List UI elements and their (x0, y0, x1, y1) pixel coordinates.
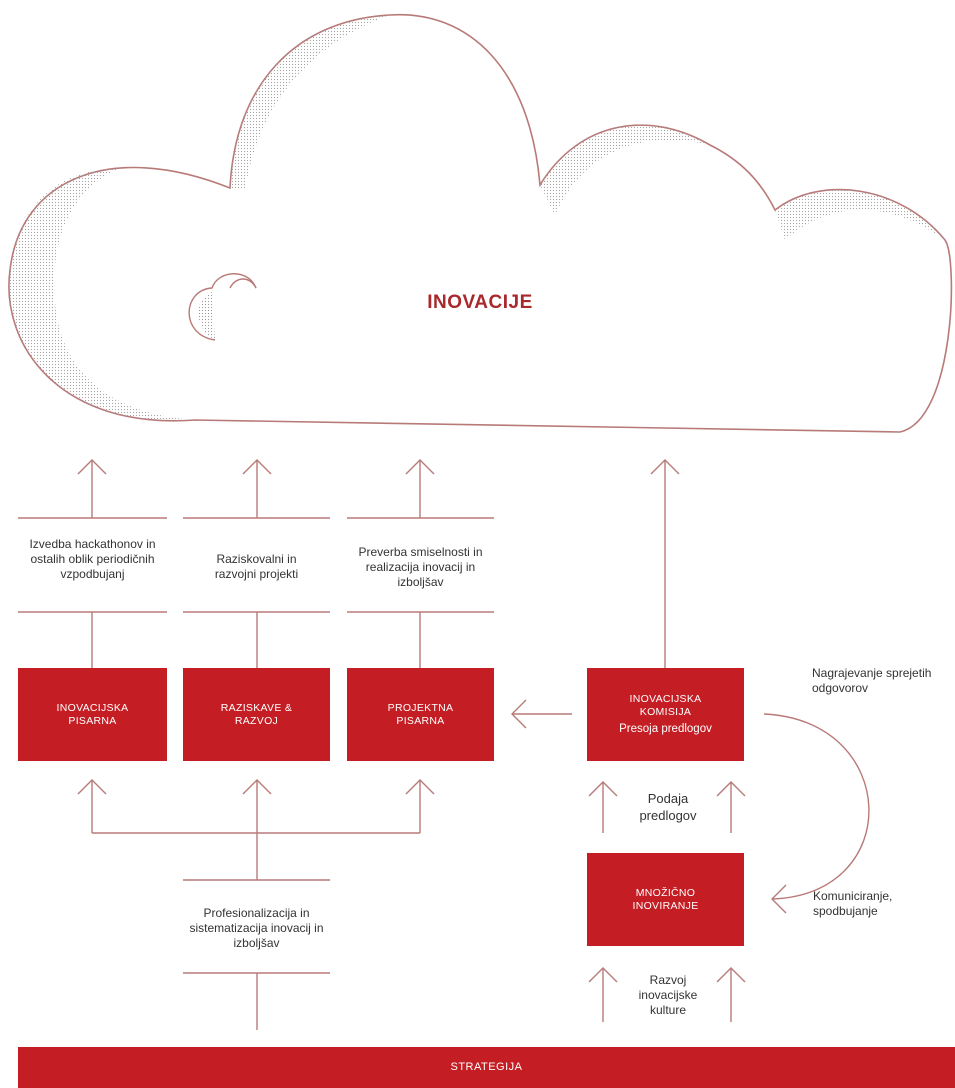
box-inovacijska-komisija: INOVACIJSKA KOMISIJA Presoja predlogov (587, 668, 744, 761)
box-mnozicno-inoviranje: MNOŽIČNO INOVIRANJE (587, 853, 744, 946)
box-label: INOVACIJSKA PISARNA (56, 701, 129, 727)
box-label: PROJEKTNA PISARNA (387, 701, 454, 727)
box-sublabel: Presoja predlogov (619, 722, 712, 735)
arrows-into-cloud (77, 459, 680, 668)
label-profesionalizacija: Profesionalizacija in sistematizacija in… (189, 906, 324, 950)
label-hackathon: Izvedba hackathonov in ostalih oblik per… (29, 537, 156, 581)
box-label: MNOŽIČNO INOVIRANJE (632, 886, 699, 912)
box-label: RAZISKAVE & RAZVOJ (220, 701, 293, 727)
label-razvoj-kulture: Razvoj inovacijske kulture (638, 973, 698, 1017)
strategy-bar: STRATEGIJA (18, 1047, 955, 1088)
cloud-shape (8, 13, 953, 433)
cloud-title: INOVACIJE (427, 292, 533, 313)
distribution-arrows (77, 779, 435, 1030)
label-dividers (18, 517, 494, 668)
box-inovacijska-pisarna: INOVACIJSKA PISARNA (18, 668, 167, 761)
box-raziskave-razvoj: RAZISKAVE & RAZVOJ (183, 668, 330, 761)
label-raziskovalni: Raziskovalni in razvojni projekti (214, 552, 299, 581)
right-arrows (588, 713, 870, 1022)
label-preverba: Preverba smiselnosti in realizacija inov… (358, 545, 483, 589)
box-label: INOVACIJSKA KOMISIJA (629, 692, 702, 718)
label-podaja: Podaja predlogov (639, 791, 697, 823)
label-komuniciranje: Komuniciranje, spodbujanje (813, 889, 893, 918)
label-nagrajevanje: Nagrajevanje sprejetih odgovorov (812, 666, 932, 695)
arrow-to-projektna (511, 699, 572, 729)
box-projektna-pisarna: PROJEKTNA PISARNA (347, 668, 494, 761)
